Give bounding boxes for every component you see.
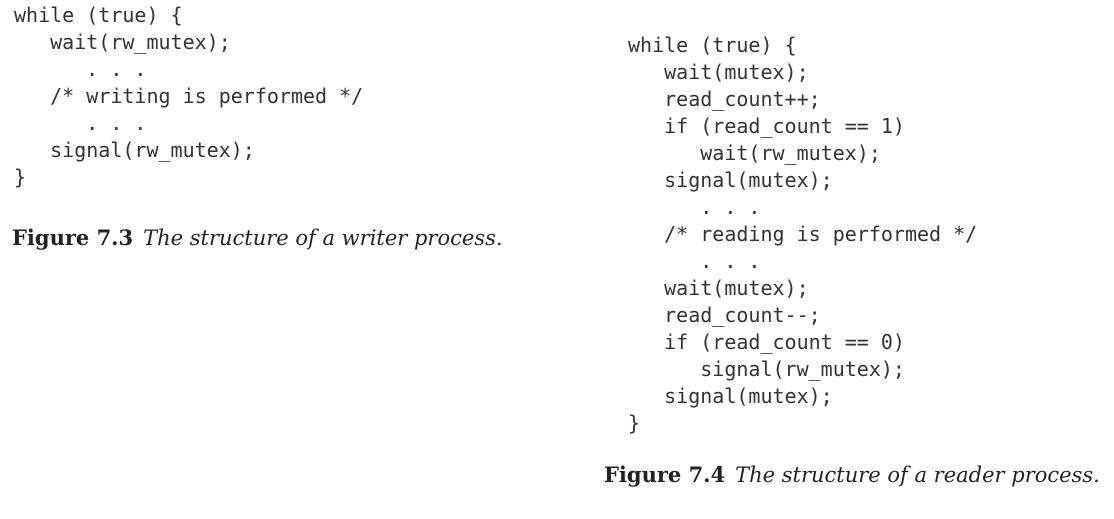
code-line: signal(mutex); bbox=[628, 168, 833, 192]
figure-caption-text: The structure of a writer process. bbox=[143, 226, 503, 250]
code-line: . . . bbox=[14, 111, 147, 135]
code-line: wait(mutex); bbox=[628, 60, 809, 84]
code-line: wait(rw_mutex); bbox=[628, 141, 881, 165]
code-line: signal(mutex); bbox=[628, 384, 833, 408]
code-line: wait(mutex); bbox=[628, 276, 809, 300]
code-line: signal(rw_mutex); bbox=[14, 138, 255, 162]
code-line: signal(rw_mutex); bbox=[628, 357, 905, 381]
code-line: while (true) { bbox=[628, 33, 797, 57]
code-line: read_count++; bbox=[628, 87, 821, 111]
code-line: . . . bbox=[628, 195, 761, 219]
code-line: while (true) { bbox=[14, 3, 183, 27]
code-line: if (read_count == 1) bbox=[628, 114, 905, 138]
code-line: /* reading is performed */ bbox=[628, 222, 978, 246]
figure-caption-writer: Figure 7.3 The structure of a writer proc… bbox=[12, 225, 503, 251]
figure-caption-text: The structure of a reader process. bbox=[735, 463, 1100, 487]
code-line: read_count--; bbox=[628, 303, 821, 327]
figure-label: Figure 7.4 bbox=[604, 462, 726, 487]
code-line: if (read_count == 0) bbox=[628, 330, 905, 354]
code-line: . . . bbox=[628, 249, 761, 273]
code-line: } bbox=[628, 411, 641, 435]
figure-label: Figure 7.3 bbox=[12, 225, 134, 250]
code-line: . . . bbox=[14, 57, 147, 81]
code-line: } bbox=[14, 165, 27, 189]
figure-caption-reader: Figure 7.4 The structure of a reader proc… bbox=[604, 462, 1100, 488]
code-line: wait(rw_mutex); bbox=[14, 30, 231, 54]
code-line: /* writing is performed */ bbox=[14, 84, 364, 108]
